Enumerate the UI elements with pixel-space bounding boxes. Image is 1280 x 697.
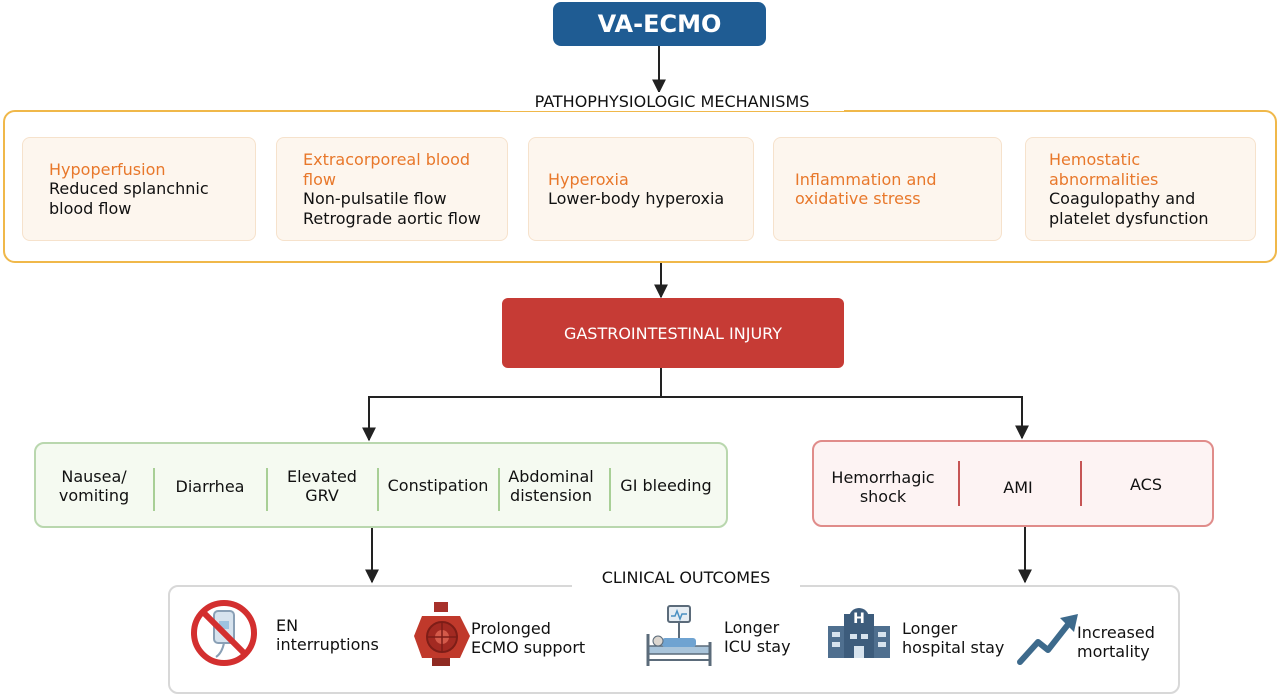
mechanism-card-hemostatic: Hemostatic abnormalities Coagulopathy an… (1025, 137, 1256, 241)
symptom-divider (377, 468, 379, 511)
mechanisms-frame (3, 110, 1277, 263)
complication-acs: ACS (1130, 475, 1162, 495)
mechanism-desc: Coagulopathy and platelet dysfunction (1049, 189, 1209, 228)
complication-divider (958, 461, 960, 506)
gastrointestinal-injury-label: GASTROINTESTINAL INJURY (563, 323, 783, 343)
symptom-divider (266, 468, 268, 511)
mechanism-title: Hypoperfusion (49, 159, 166, 179)
rising-arrow-icon (1017, 614, 1078, 665)
mechanism-desc: Reduced splanchnic blood flow (49, 179, 209, 218)
outcome-longer-icu-stay: Longer ICU stay (724, 618, 791, 656)
mechanism-card-inflammation: Inflammation and oxidative stress (773, 137, 1002, 241)
symptom-constipation: Constipation (387, 476, 489, 496)
outcome-prolonged-ecmo-support: Prolonged ECMO support (471, 619, 586, 657)
mechanism-title: Inflammation and oxidative stress (795, 169, 937, 209)
symptom-divider (498, 468, 500, 511)
symptom-gi-bleeding: GI bleeding (620, 476, 712, 496)
svg-text:H: H (853, 611, 865, 627)
symptom-abdominal-distension: Abdominal distension (508, 466, 594, 506)
mechanism-card-hypoperfusion: Hypoperfusion Reduced splanchnic blood f… (22, 137, 256, 241)
mechanisms-heading: PATHOPHYSIOLOGIC MECHANISMS (500, 92, 844, 111)
outcomes-heading: CLINICAL OUTCOMES (572, 568, 800, 587)
mechanism-title: Hemostatic abnormalities (1049, 150, 1159, 189)
va-ecmo-title: VA-ECMO (597, 10, 722, 38)
symptom-diarrhea: Diarrhea (175, 477, 245, 497)
ecmo-pump-icon (414, 602, 470, 666)
no-feeding-bag-icon (191, 600, 257, 666)
symptom-divider (609, 468, 611, 511)
outcome-longer-hospital-stay: Longer hospital stay (902, 619, 1005, 657)
symptoms-frame (34, 442, 728, 528)
mechanism-card-hyperoxia: Hyperoxia Lower-body hyperoxia (528, 137, 754, 241)
mechanism-title: Hyperoxia (548, 169, 629, 189)
symptom-elevated-grv: Elevated GRV (287, 466, 357, 506)
va-ecmo-box: VA-ECMO (553, 2, 766, 46)
icu-bed-icon (646, 605, 712, 666)
mechanism-desc: Lower-body hyperoxia (548, 189, 725, 208)
symptom-divider (153, 468, 155, 511)
complication-ami: AMI (1003, 478, 1033, 498)
complication-hemorrhagic-shock: Hemorrhagic shock (831, 467, 935, 507)
mechanism-desc: Non-pulsatile flow Retrograde aortic flo… (303, 189, 481, 228)
complication-divider (1080, 461, 1082, 506)
symptom-nausea: Nausea/ vomiting (58, 466, 130, 506)
gastrointestinal-injury-box: GASTROINTESTINAL INJURY (502, 298, 844, 368)
outcome-increased-mortality: Increased mortality (1077, 623, 1155, 661)
mechanism-title: Extracorporeal blood flow (303, 150, 471, 189)
mechanism-card-extracorporeal: Extracorporeal blood flow Non-pulsatile … (276, 137, 508, 241)
hospital-icon: H (828, 608, 890, 658)
complications-frame (812, 440, 1214, 527)
outcome-en-interruptions: EN interruptions (276, 616, 379, 654)
